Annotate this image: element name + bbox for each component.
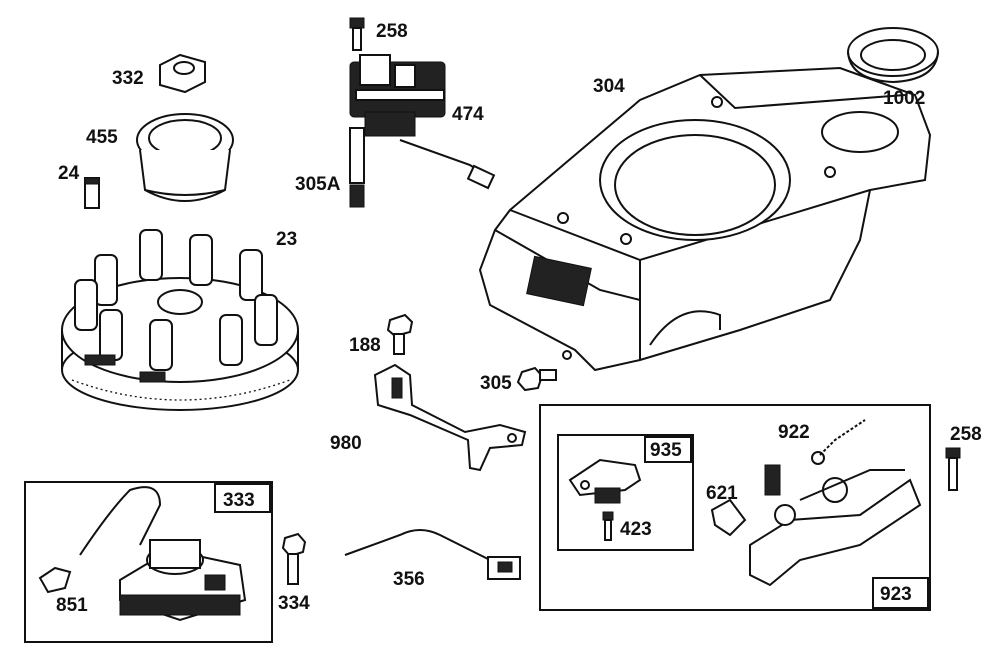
choke-bracket-part	[568, 458, 642, 504]
box-333	[24, 481, 273, 643]
label-1002: 1002	[883, 88, 925, 109]
label-923: 923	[880, 584, 912, 605]
label-332: 332	[112, 68, 144, 89]
box-935	[557, 434, 694, 551]
flywheel-part	[61, 229, 299, 411]
screw-258-part	[349, 17, 365, 51]
label-188: 188	[349, 335, 381, 356]
screw-423-part	[602, 511, 614, 541]
label-922: 922	[778, 422, 810, 443]
label-474: 474	[452, 104, 484, 125]
armature-assembly-part	[79, 486, 247, 622]
grommet-part	[847, 27, 939, 84]
box-923-tag	[872, 577, 929, 609]
label-305: 305	[480, 373, 512, 394]
starter-cup-part	[136, 113, 234, 202]
label-621: 621	[706, 483, 738, 504]
bolt-305-part	[516, 366, 557, 392]
flywheel-key-part	[84, 177, 100, 209]
label-423: 423	[620, 519, 652, 540]
blower-housing-part	[478, 66, 932, 372]
label-935: 935	[650, 440, 682, 461]
ground-wire-part	[344, 529, 521, 580]
label-258-right: 258	[950, 424, 982, 445]
box-333-tag	[214, 483, 271, 513]
stud-305a-part	[349, 127, 365, 208]
bracket-part	[373, 363, 527, 472]
nut-part	[159, 53, 206, 94]
label-455: 455	[86, 127, 118, 148]
label-258-top: 258	[376, 21, 408, 42]
screw-258b-part	[945, 447, 961, 491]
label-304: 304	[593, 76, 625, 97]
box-935-tag	[644, 436, 692, 463]
screw-334-part	[281, 532, 307, 585]
box-923	[539, 404, 931, 611]
label-851: 851	[56, 595, 88, 616]
label-305a: 305A	[295, 174, 341, 195]
bolt-188-part	[386, 313, 414, 355]
label-356: 356	[393, 569, 425, 590]
label-334: 334	[278, 593, 310, 614]
spark-plug-clip-part	[38, 566, 72, 594]
link-621-part	[710, 498, 747, 537]
label-333: 333	[223, 490, 255, 511]
label-980: 980	[330, 433, 362, 454]
ignition-armature-part	[349, 54, 496, 190]
control-assembly-part	[749, 464, 922, 587]
label-23: 23	[276, 229, 297, 250]
label-24: 24	[58, 163, 80, 184]
governor-spring-part	[811, 419, 866, 465]
